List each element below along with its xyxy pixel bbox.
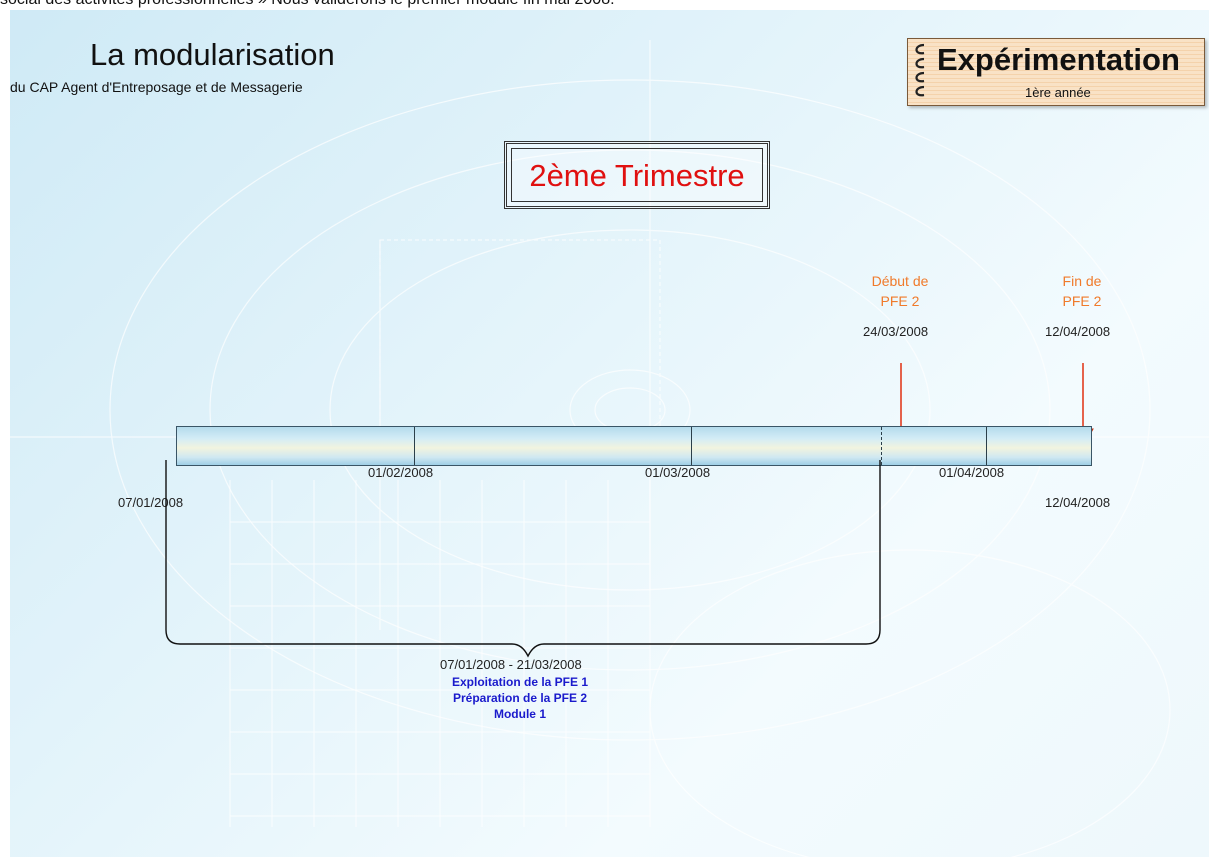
trimester-frame: 2ème Trimestre <box>504 141 770 209</box>
period-brace <box>165 460 881 658</box>
event-label-line: Début de <box>871 273 929 289</box>
period-item: Exploitation de la PFE 1 <box>451 675 589 689</box>
page-title: La modularisation <box>90 37 335 72</box>
period-item: Préparation de la PFE 2 <box>452 691 588 705</box>
timeline-bar <box>176 426 1092 466</box>
event-date-start-pfe2: 24/03/2008 <box>863 324 929 339</box>
event-label-line: Fin de <box>1062 273 1102 289</box>
timeline-tick <box>881 427 882 465</box>
trimester-title: 2ème Trimestre <box>529 158 745 193</box>
slide: La modularisation du CAP Agent d'Entrepo… <box>10 10 1209 857</box>
timeline-end-date: 12/04/2008 <box>1045 495 1111 510</box>
period-item: Module 1 <box>493 707 546 721</box>
badge-title: Expérimentation <box>937 42 1180 77</box>
timeline-tick <box>691 427 692 465</box>
timeline-tick <box>414 427 415 465</box>
period-range: 07/01/2008 - 21/03/2008 <box>440 657 582 672</box>
page-subtitle: du CAP Agent d'Entreposage et de Message… <box>10 79 303 95</box>
event-label-line: PFE 2 <box>1062 293 1102 309</box>
event-label-start-pfe2: Début de PFE 2 <box>850 271 950 311</box>
event-label-line: PFE 2 <box>880 293 920 309</box>
tick-label: 01/04/2008 <box>939 465 1005 480</box>
tick-label: 01/02/2008 <box>368 465 434 480</box>
document-text-line: social des activités professionnelles » … <box>0 0 1209 9</box>
experimentation-badge: Expérimentation 1ère année <box>907 38 1205 106</box>
timeline-tick <box>986 427 987 465</box>
tick-label: 01/03/2008 <box>645 465 711 480</box>
event-label-end-pfe2: Fin de PFE 2 <box>1032 271 1132 311</box>
event-date-end-pfe2: 12/04/2008 <box>1045 324 1111 339</box>
timeline-start-date: 07/01/2008 <box>118 495 184 510</box>
badge-subtitle: 1ère année <box>1025 85 1091 100</box>
notebook-rings-icon <box>915 43 925 97</box>
